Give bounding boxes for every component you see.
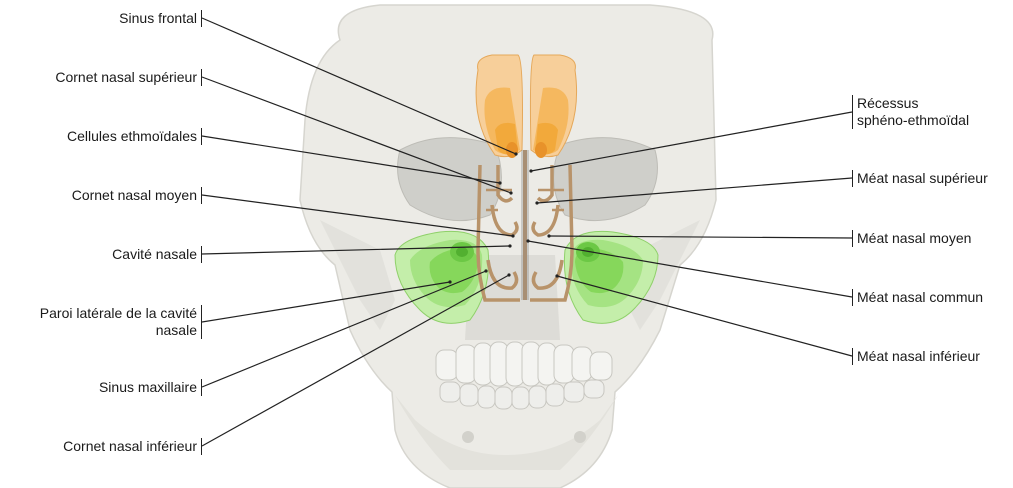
label-sinus-maxillaire: Sinus maxillaire (99, 379, 202, 396)
label-meat-inferieur: Méat nasal inférieur (852, 348, 980, 365)
label-meat-moyen: Méat nasal moyen (852, 230, 971, 247)
label-meat-commun: Méat nasal commun (852, 289, 983, 306)
label-cellules-ethmoidales: Cellules ethmoïdales (67, 128, 202, 145)
label-cornet-superieur: Cornet nasal supérieur (55, 69, 202, 86)
label-paroi-laterale: Paroi latérale de la cavité nasale (40, 305, 202, 339)
label-recessus: Récessus sphéno-ethmoïdal (852, 95, 969, 129)
label-cornet-inferieur: Cornet nasal inférieur (63, 438, 202, 455)
label-paroi-laterale-line2: nasale (40, 322, 197, 339)
upper-teeth (436, 342, 612, 386)
label-paroi-laterale-line1: Paroi latérale de la cavité (40, 305, 197, 322)
label-cavite-nasale: Cavité nasale (112, 246, 202, 263)
label-recessus-line1: Récessus (857, 95, 969, 112)
label-sinus-frontal: Sinus frontal (119, 10, 202, 27)
label-meat-superieur: Méat nasal supérieur (852, 170, 988, 187)
label-recessus-line2: sphéno-ethmoïdal (857, 112, 969, 129)
label-cornet-moyen: Cornet nasal moyen (72, 187, 202, 204)
